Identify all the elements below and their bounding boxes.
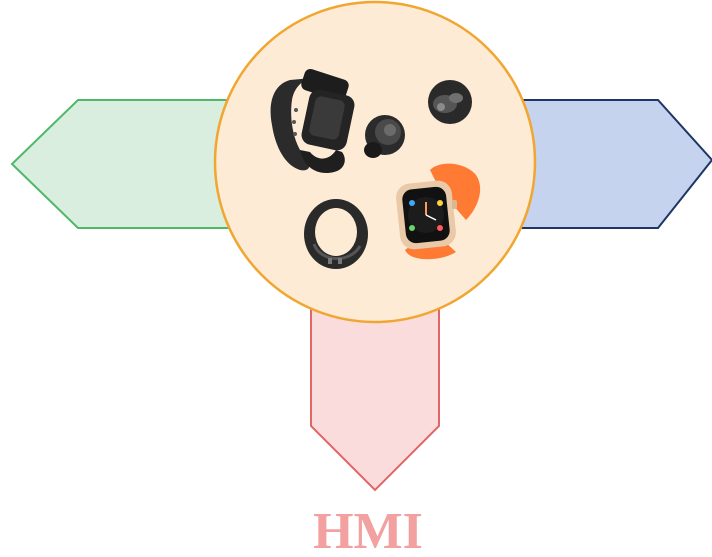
smartwatch-icon	[396, 163, 481, 260]
earbuds-case-icon	[428, 80, 472, 124]
smart-ring-icon	[304, 199, 368, 269]
earbud-icon	[364, 115, 405, 158]
fitness-band-icon	[270, 68, 355, 174]
hmi-label: HMI	[313, 503, 423, 557]
wearables-circle	[213, 0, 537, 324]
left-arrow	[10, 99, 251, 229]
